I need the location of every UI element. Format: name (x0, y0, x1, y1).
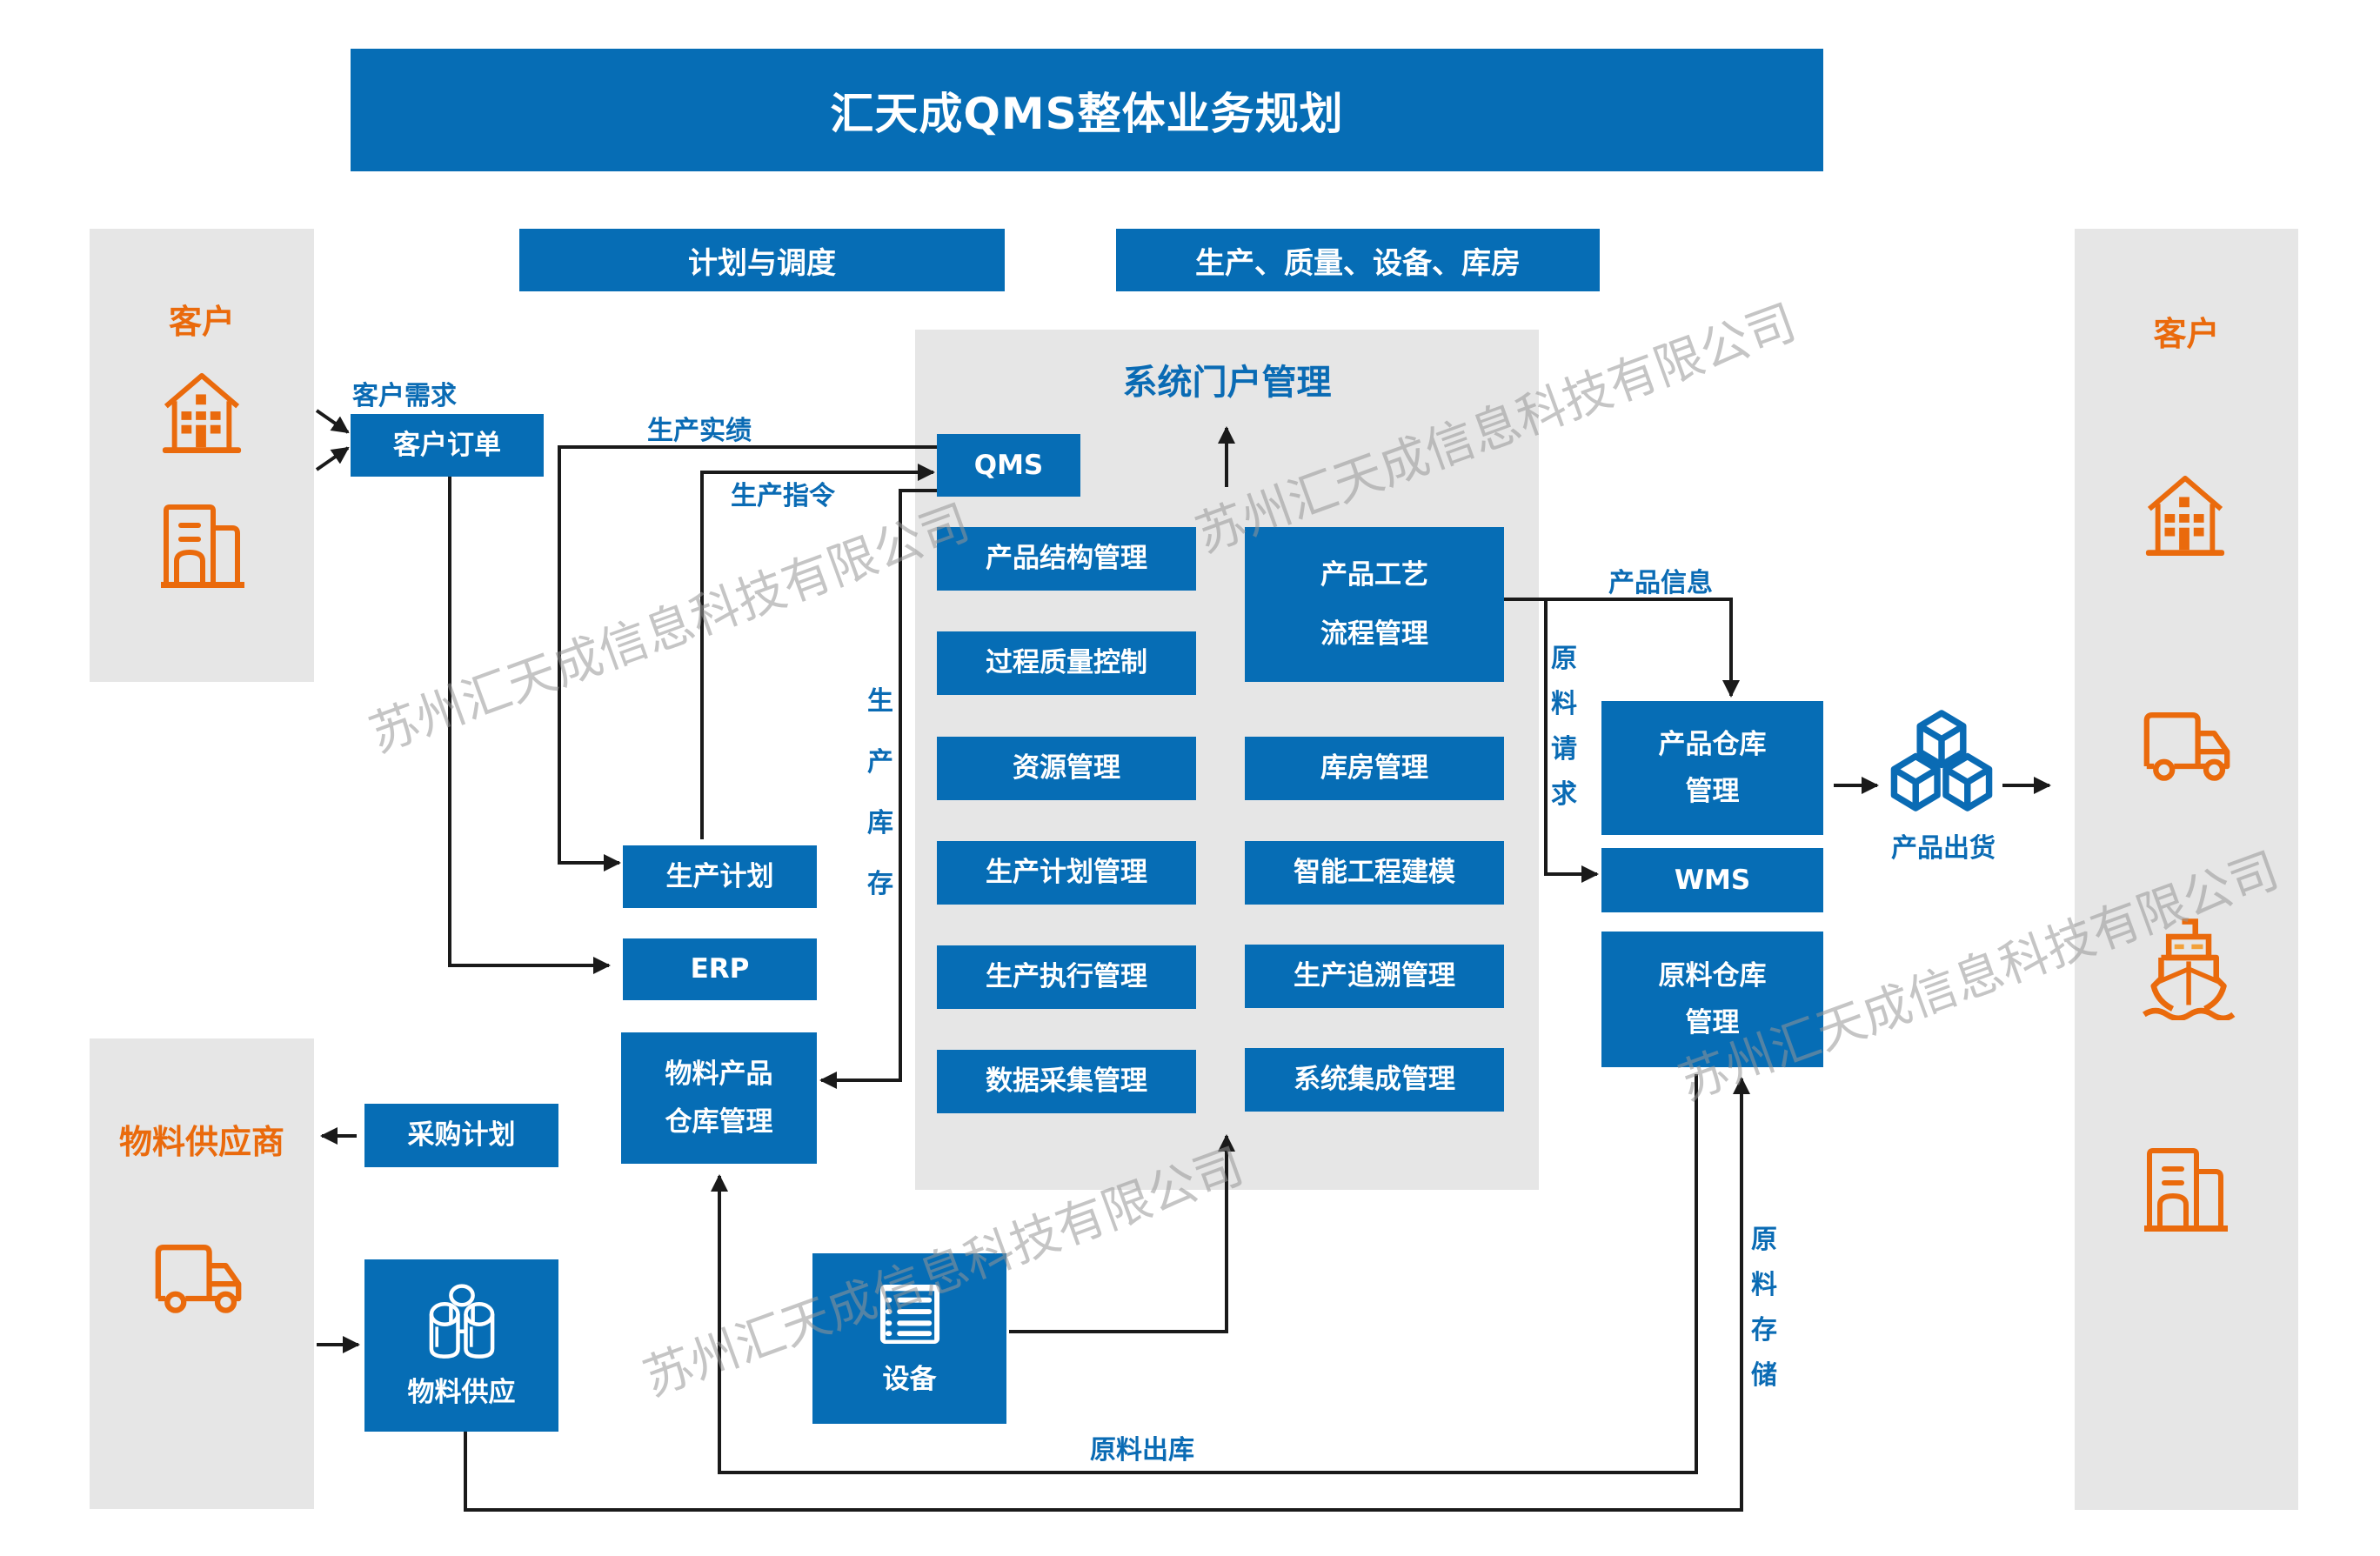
cargo-ship-icon (2143, 918, 2236, 1020)
supplier-label: 物料供应商 (118, 1123, 284, 1161)
customer-order-box[interactable]: 客户订单 (351, 414, 544, 477)
right-customer-label: 客户 (2153, 315, 2220, 353)
module-process-quality[interactable]: 过程质量控制 (937, 631, 1196, 695)
label-customer-demand: 客户需求 (352, 381, 457, 411)
portal-title: 系统门户管理 (1122, 363, 1332, 403)
shipping-label: 产品出货 (1891, 833, 1996, 864)
right-customer-panel: 客户 (2075, 229, 2298, 1510)
label-production-result: 生产实绩 (647, 416, 752, 446)
label-production-stock: 生产库存 (867, 686, 893, 899)
stacked-boxes-icon (1890, 710, 1993, 811)
module-warehouse[interactable]: 库房管理 (1245, 737, 1504, 800)
wms-box[interactable]: WMS (1601, 848, 1823, 912)
left-customer-panel: 客户 (90, 229, 314, 682)
label-product-info: 产品信息 (1608, 568, 1713, 598)
module-system-integration[interactable]: 系统集成管理 (1245, 1048, 1504, 1112)
module-production-execution[interactable]: 生产执行管理 (937, 945, 1196, 1009)
delivery-truck-icon (155, 1245, 242, 1313)
module-traceability[interactable]: 生产追溯管理 (1245, 945, 1504, 1008)
page-title: 汇天成QMS整体业务规划 (351, 49, 1823, 171)
raw-warehouse-box[interactable]: 原料仓库 管理 (1601, 932, 1823, 1067)
equipment-box[interactable]: 设备 (812, 1253, 1006, 1424)
module-product-process-flow[interactable]: 产品工艺 流程管理 (1245, 527, 1504, 682)
material-supply-label: 物料供应 (407, 1376, 516, 1408)
arrow-customer-to-order-2 (315, 446, 350, 471)
arrow-order-to-erp (448, 477, 611, 974)
arrow-customer-to-order-1 (315, 409, 350, 434)
left-customer-label: 客户 (168, 303, 235, 341)
purchase-plan-box[interactable]: 采购计划 (364, 1104, 558, 1167)
office-building-icon (161, 504, 244, 588)
house-building-icon (162, 372, 242, 454)
production-plan-box[interactable]: 生产计划 (623, 845, 817, 908)
material-supply-box[interactable]: 物料供应 (364, 1259, 558, 1432)
label-material-request: 原料请求 (1551, 644, 1577, 810)
arrow-plan-to-qms (700, 464, 935, 839)
material-warehouse-box[interactable]: 物料产品 仓库管理 (621, 1032, 817, 1164)
module-smart-engineering[interactable]: 智能工程建模 (1245, 841, 1504, 905)
module-resource[interactable]: 资源管理 (937, 737, 1196, 800)
module-product-structure[interactable]: 产品结构管理 (937, 527, 1196, 591)
office-building-icon (2144, 1148, 2228, 1232)
module-production-plan[interactable]: 生产计划管理 (937, 841, 1196, 905)
product-warehouse-box[interactable]: 产品仓库 管理 (1601, 701, 1823, 835)
equipment-list-icon (879, 1284, 939, 1344)
supplier-panel: 物料供应商 (90, 1038, 314, 1509)
module-data-collection[interactable]: 数据采集管理 (937, 1050, 1196, 1113)
label-production-order: 生产指令 (731, 481, 835, 511)
qms-box[interactable]: QMS (937, 434, 1080, 497)
section-production: 生产、质量、设备、库房 (1116, 229, 1600, 291)
section-planning: 计划与调度 (519, 229, 1005, 291)
material-cylinders-icon (429, 1283, 494, 1359)
house-building-icon (2145, 475, 2225, 557)
delivery-truck-icon (2143, 712, 2230, 781)
equipment-label: 设备 (882, 1363, 937, 1395)
label-material-outbound: 原料出库 (1090, 1435, 1194, 1466)
erp-box[interactable]: ERP (623, 938, 817, 1000)
label-material-storage: 原料存储 (1751, 1225, 1777, 1391)
